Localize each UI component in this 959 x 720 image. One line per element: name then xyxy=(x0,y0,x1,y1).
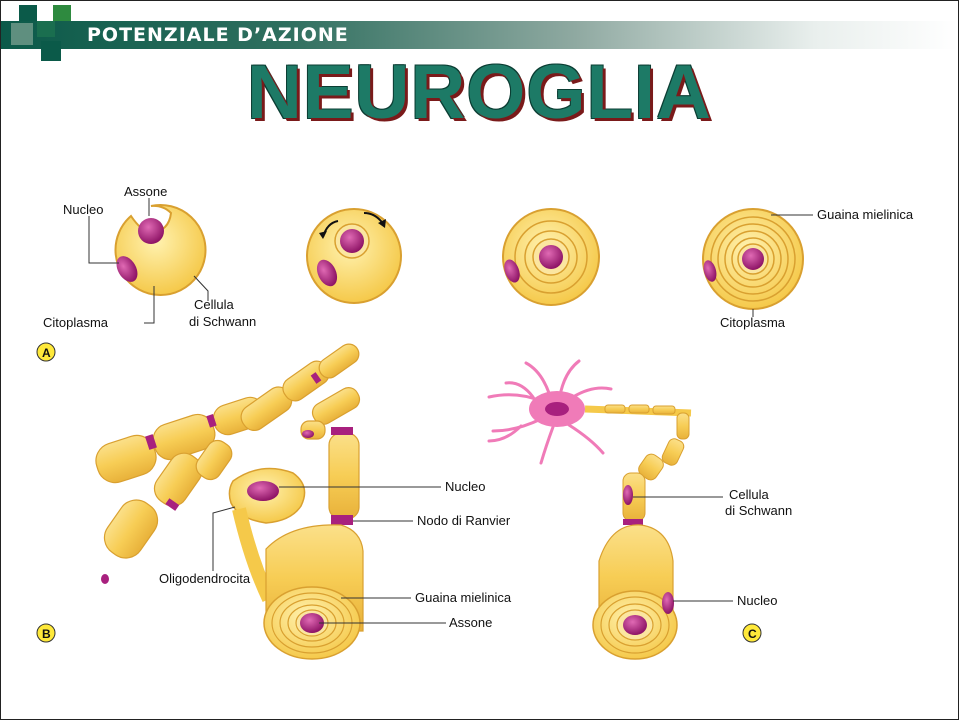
schwann-cell-stage-3 xyxy=(501,209,599,305)
schwann-cell-stage-2 xyxy=(307,209,401,303)
label-nodo-ranvier: Nodo di Ranvier xyxy=(417,513,511,528)
label-di-schwann: di Schwann xyxy=(189,314,256,329)
label-assone: Assone xyxy=(124,184,167,199)
panel-a-badge: A xyxy=(37,343,55,361)
label-citoplasma-right: Citoplasma xyxy=(720,315,786,330)
panel-c-badge: C xyxy=(743,624,761,642)
label-b-nucleo: Nucleo xyxy=(445,479,485,494)
panel-a-letter: A xyxy=(42,346,51,360)
label-c-nucleo: Nucleo xyxy=(737,593,777,608)
neuron-with-schwann-cells xyxy=(489,361,691,659)
panel-c-letter: C xyxy=(748,627,757,641)
label-c-cellula: Cellula xyxy=(729,487,770,502)
label-cellula: Cellula xyxy=(194,297,235,312)
panel-b-letter: B xyxy=(42,627,51,641)
label-c-di-schwann: di Schwann xyxy=(725,503,792,518)
label-guaina-mielinica: Guaina mielinica xyxy=(817,207,914,222)
label-b-guaina-mielinica: Guaina mielinica xyxy=(415,590,512,605)
schwann-cell-stage-4 xyxy=(701,209,803,309)
label-b-assone: Assone xyxy=(449,615,492,630)
label-citoplasma: Citoplasma xyxy=(43,315,109,330)
oligodendrocyte-group xyxy=(91,340,363,659)
label-nucleo: Nucleo xyxy=(63,202,103,217)
panel-b-badge: B xyxy=(37,624,55,642)
label-oligodendrocita: Oligodendrocita xyxy=(159,571,251,586)
schwann-cell-stage-1 xyxy=(112,205,205,295)
